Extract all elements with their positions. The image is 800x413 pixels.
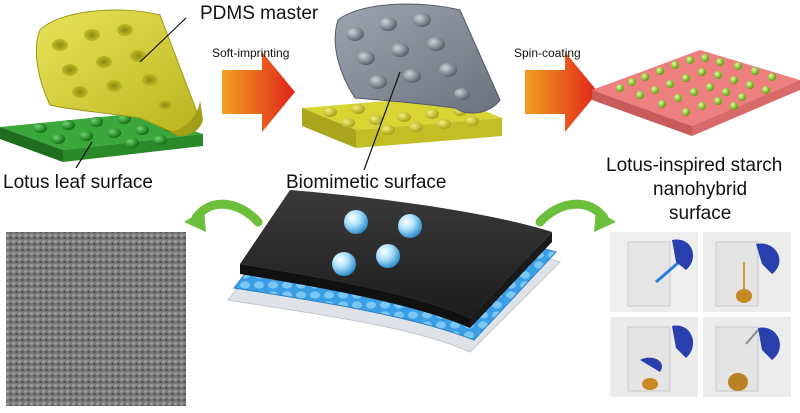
pdms-holes [52, 24, 172, 110]
pdms-leader-line [139, 17, 187, 63]
sem-micrograph [6, 232, 186, 406]
lotus-inspired-label-line2: nanohybrid [653, 179, 748, 200]
pdms-master-label: PDMS master [200, 3, 319, 24]
water-droplets [332, 210, 422, 276]
lotus-leaf-surface-label: Lotus leaf surface [3, 172, 153, 193]
spin-coating-arrow [525, 52, 598, 132]
soft-imprinting-label: Soft-imprinting [212, 46, 290, 60]
gray-domes [346, 13, 470, 100]
photo-bottom-right [703, 317, 791, 397]
biomimetic-surface-label: Biomimetic surface [286, 172, 447, 193]
biomimetic-leader-line [363, 71, 401, 171]
lotus-inspired-label-line3: surface [669, 203, 732, 224]
photo-top-left [610, 232, 698, 312]
spin-coating-label: Spin-coating [514, 46, 581, 60]
photo-grid [610, 232, 791, 397]
peeled-replica-sheet [334, 3, 501, 114]
starch-nanohybrid-block [592, 50, 800, 136]
soft-imprinting-arrow [222, 52, 295, 132]
photo-bottom-left [610, 317, 698, 397]
lotus-inspired-label-line1: Lotus-inspired starch [606, 155, 783, 176]
right-curved-arrow [535, 199, 609, 227]
left-curved-arrow [191, 199, 263, 227]
starch-nanoparticles [616, 54, 776, 116]
photo-top-right [703, 232, 791, 312]
pdms-master-sheet [35, 9, 203, 137]
lotus-leader-line [75, 141, 93, 169]
layered-film [227, 190, 561, 353]
